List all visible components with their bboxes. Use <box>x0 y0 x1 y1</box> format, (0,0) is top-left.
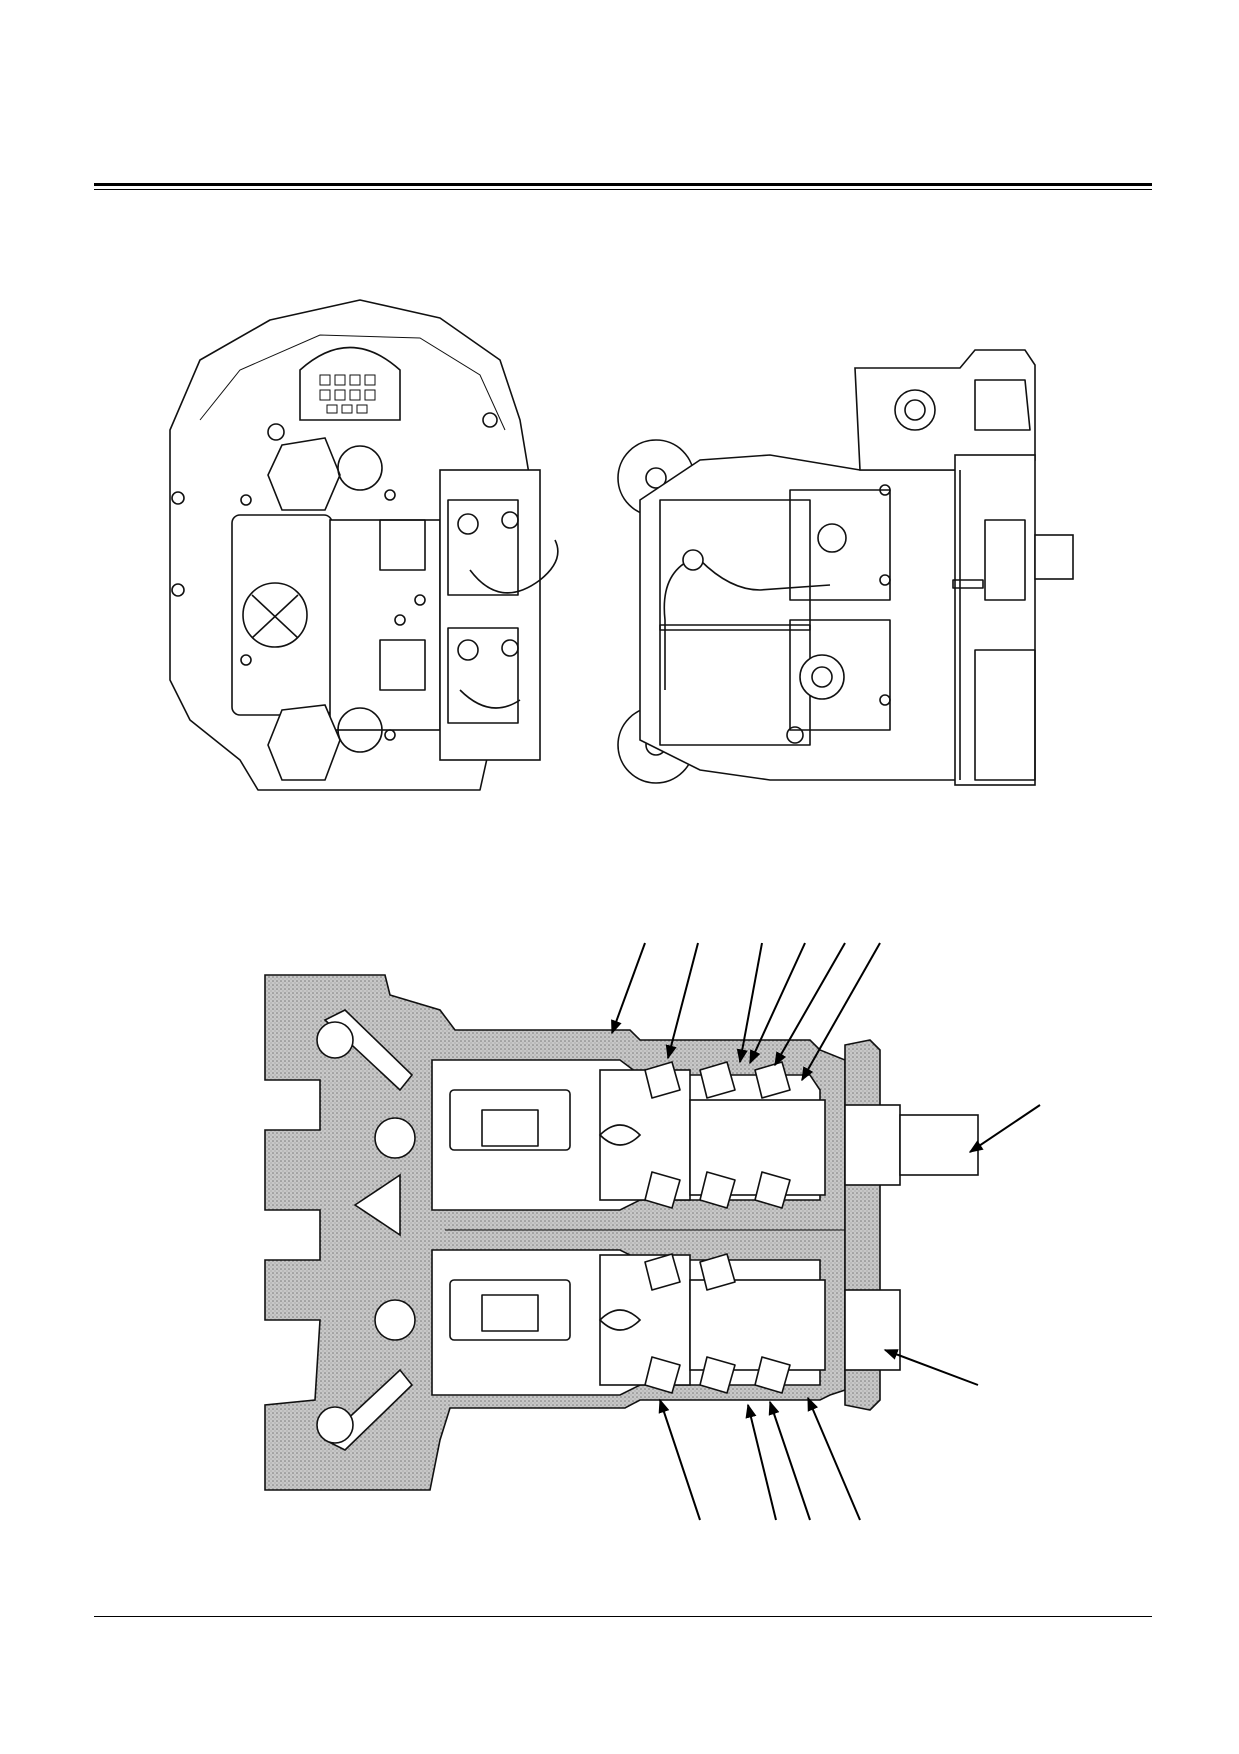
leader-9 <box>658 1398 701 1521</box>
leader-4 <box>749 942 806 1065</box>
leader-7 <box>968 1104 1041 1153</box>
front-view-drawing <box>169 299 559 791</box>
cross-section-drawing <box>264 974 979 1491</box>
footer-rule <box>94 1616 1152 1617</box>
header-rule-thin <box>94 189 1152 190</box>
leader-6 <box>801 942 881 1082</box>
leader-1 <box>611 942 646 1035</box>
leader-12 <box>807 1396 861 1521</box>
leader-8 <box>883 1349 979 1386</box>
leader-10 <box>745 1403 777 1521</box>
leader-5 <box>774 942 846 1067</box>
header-rule <box>94 183 1152 186</box>
leader-2 <box>665 942 699 1060</box>
leader-3 <box>736 942 763 1064</box>
leader-11 <box>768 1400 811 1521</box>
side-view-drawing <box>617 349 1074 786</box>
callout-leaders <box>611 942 1041 1521</box>
